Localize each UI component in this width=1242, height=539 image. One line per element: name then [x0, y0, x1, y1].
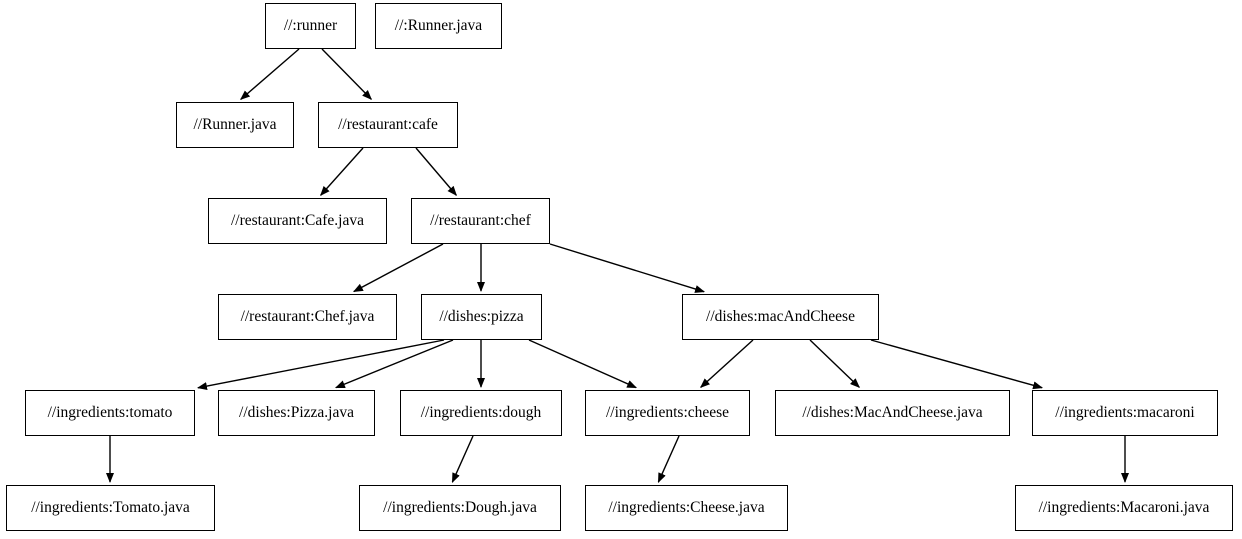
graph-node-root-Runner-java[interactable]: //:Runner.java — [375, 3, 502, 49]
graph-node-label: //ingredients:Cheese.java — [608, 499, 765, 517]
graph-node-dishes-MacAndCheese-java[interactable]: //dishes:MacAndCheese.java — [775, 390, 1010, 436]
graph-node-label: //dishes:macAndCheese — [706, 308, 855, 326]
graph-node-ingredients-Dough-java[interactable]: //ingredients:Dough.java — [359, 485, 561, 531]
graph-node-dishes-macAndCheese[interactable]: //dishes:macAndCheese — [682, 294, 879, 340]
graph-node-label: //dishes:pizza — [439, 308, 524, 326]
graph-node-dishes-pizza[interactable]: //dishes:pizza — [421, 294, 542, 340]
graph-node-runner[interactable]: //:runner — [265, 3, 356, 49]
graph-node-label: //ingredients:Dough.java — [383, 499, 537, 517]
graph-node-label: //:runner — [283, 17, 338, 35]
graph-node-label: //:Runner.java — [394, 17, 483, 35]
graph-node-ingredients-macaroni[interactable]: //ingredients:macaroni — [1032, 390, 1218, 436]
graph-node-label: //ingredients:macaroni — [1055, 404, 1195, 422]
graph-node-dishes-Pizza-java[interactable]: //dishes:Pizza.java — [218, 390, 375, 436]
graph-node-label: //restaurant:Chef.java — [240, 308, 375, 326]
graph-node-ingredients-Tomato-java[interactable]: //ingredients:Tomato.java — [6, 485, 215, 531]
graph-node-label: //ingredients:dough — [420, 404, 542, 422]
graph-node-restaurant-Chef-java[interactable]: //restaurant:Chef.java — [218, 294, 397, 340]
graph-node-label: //ingredients:Tomato.java — [31, 499, 190, 517]
graph-node-label: //restaurant:chef — [430, 212, 531, 230]
graph-node-restaurant-cafe[interactable]: //restaurant:cafe — [318, 102, 458, 148]
graph-node-ingredients-Cheese-java[interactable]: //ingredients:Cheese.java — [585, 485, 788, 531]
graph-node-label: //dishes:MacAndCheese.java — [802, 404, 983, 422]
graph-node-restaurant-Cafe-java[interactable]: //restaurant:Cafe.java — [208, 198, 387, 244]
graph-node-label: //ingredients:cheese — [605, 404, 730, 422]
graph-node-restaurant-chef[interactable]: //restaurant:chef — [411, 198, 550, 244]
graph-node-label: //dishes:Pizza.java — [239, 404, 354, 422]
graph-node-ingredients-tomato[interactable]: //ingredients:tomato — [25, 390, 195, 436]
graph-node-label: //restaurant:Cafe.java — [231, 212, 364, 230]
graph-node-label: //Runner.java — [193, 116, 277, 134]
graph-node-ingredients-dough[interactable]: //ingredients:dough — [400, 390, 562, 436]
graph-node-label: //ingredients:Macaroni.java — [1038, 499, 1210, 517]
graph-node-Runner-java[interactable]: //Runner.java — [176, 102, 294, 148]
graph-node-ingredients-Macaroni-java[interactable]: //ingredients:Macaroni.java — [1015, 485, 1233, 531]
graph-node-label: //ingredients:tomato — [47, 404, 173, 422]
graph-node-label: //restaurant:cafe — [338, 116, 438, 134]
graph-node-ingredients-cheese[interactable]: //ingredients:cheese — [585, 390, 750, 436]
